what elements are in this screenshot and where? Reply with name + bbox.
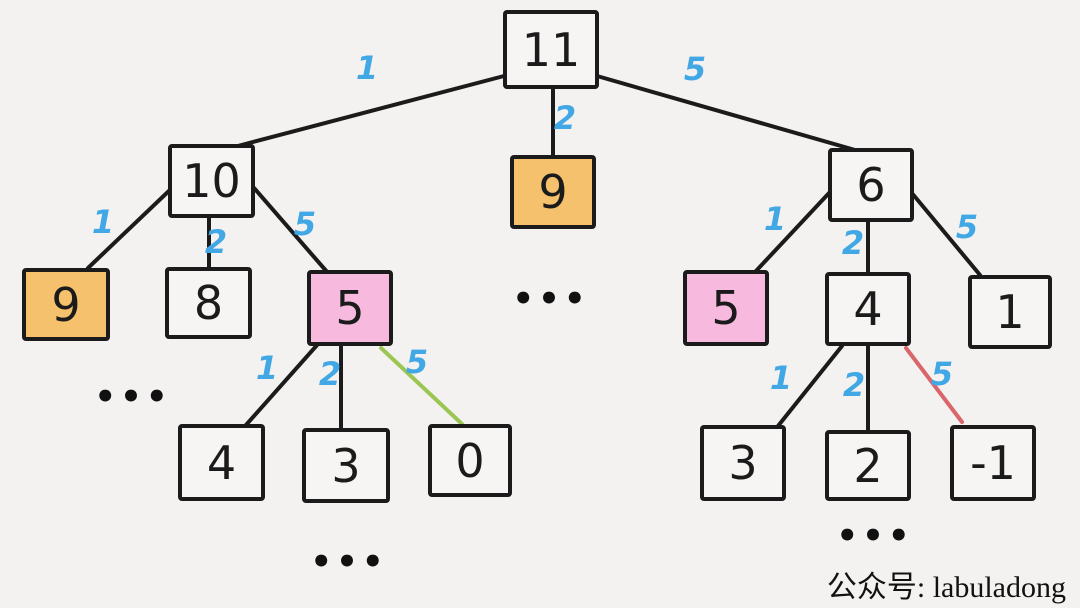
node-1: 1 — [968, 275, 1052, 349]
node-neg1: -1 — [950, 425, 1036, 501]
edge-root-to-10 — [232, 74, 506, 149]
node-9-left-highlighted: 9 — [22, 268, 110, 341]
edge-5-to-0 — [379, 346, 464, 426]
edge-label-6-left: 1 — [763, 200, 787, 238]
edge-label-5L-right-green: 5 — [405, 343, 429, 381]
node-3-left: 3 — [302, 428, 390, 503]
node-10: 10 — [168, 144, 255, 218]
node-5-right-highlighted: 5 — [683, 270, 769, 346]
node-9-middle-highlighted: 9 — [510, 155, 596, 229]
watermark-caption: 公众号: labuladong — [826, 571, 1066, 604]
node-0: 0 — [428, 424, 512, 497]
edge-4-to-3 — [776, 344, 844, 428]
node-8: 8 — [165, 267, 252, 339]
edge-label-root-right: 5 — [683, 50, 707, 88]
edge-label-4R-right-red: 5 — [930, 355, 954, 393]
edge-label-6-middle: 2 — [841, 224, 865, 262]
edge-label-root-left: 1 — [355, 49, 379, 87]
node-5-left-highlighted: 5 — [307, 270, 393, 346]
edge-label-5L-left: 1 — [255, 349, 279, 387]
ellipsis-bottom-right: ••• — [836, 516, 914, 556]
node-6: 6 — [828, 148, 914, 222]
edge-root-to-6 — [595, 74, 864, 154]
node-root-11: 11 — [503, 10, 599, 89]
edge-label-10-middle: 2 — [204, 223, 228, 261]
node-4-right: 4 — [825, 272, 911, 346]
edge-label-6-right: 5 — [955, 208, 979, 246]
edge-4-to-neg1 — [904, 346, 964, 424]
edge-10-to-9 — [86, 186, 174, 270]
edge-10-to-5 — [252, 186, 330, 275]
edge-label-4R-middle: 2 — [842, 366, 866, 404]
edge-label-10-left: 1 — [91, 203, 115, 241]
node-2: 2 — [825, 430, 911, 501]
edge-label-5L-middle: 2 — [318, 355, 342, 393]
ellipsis-bottom-left: ••• — [310, 542, 388, 582]
edge-label-10-right: 5 — [293, 205, 317, 243]
ellipsis-left: ••• — [94, 377, 172, 417]
node-3-right: 3 — [700, 425, 786, 501]
edge-label-root-middle: 2 — [553, 99, 577, 137]
node-4-left: 4 — [178, 424, 265, 501]
ellipsis-center: ••• — [512, 279, 590, 319]
edge-label-4R-left: 1 — [769, 359, 793, 397]
edge-6-to-1 — [909, 190, 982, 277]
edge-6-to-5 — [754, 190, 832, 273]
edge-5-to-4 — [244, 342, 320, 427]
